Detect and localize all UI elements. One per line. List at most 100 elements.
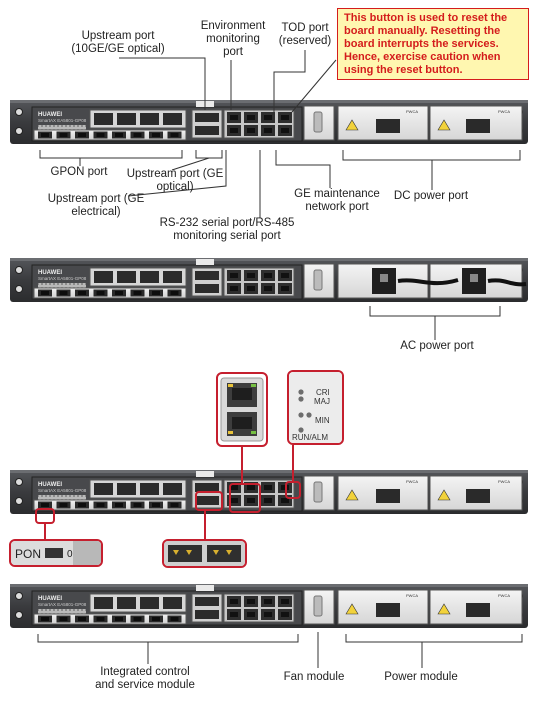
rj45-port-cavity: [264, 115, 272, 120]
gpon-port-cavity: [152, 503, 160, 507]
bracket-power: [345, 634, 523, 643]
label-integrated-control: Integrated control and service module: [82, 666, 208, 692]
label-upstream-ge-electrical: Upstream port (GE electrical): [28, 193, 164, 219]
ac-inlet-pins: [380, 274, 388, 282]
uplink-sfp-port: [195, 126, 219, 135]
rj45-port-cavity: [247, 485, 255, 490]
upstream-sfp-port: [94, 483, 113, 495]
gpon-port-cavity: [41, 133, 49, 137]
leader-ge-electrical: [127, 150, 227, 197]
warning-icon: [437, 603, 451, 615]
gpon-port-cavity: [115, 617, 123, 621]
label-upstream-ge-optical: Upstream port (GE optical): [118, 168, 232, 194]
rj45-port-cavity: [247, 128, 255, 133]
gpon-port-cavity: [115, 503, 123, 507]
upstream-sfp-port: [140, 113, 159, 125]
pon-indicator-icon: [45, 548, 63, 558]
rj45-port-cavity: [230, 273, 238, 278]
zoom-sfp-ports: [162, 539, 247, 568]
chassis-top-edge: [10, 258, 528, 261]
label-ge-maintenance: GE maintenance network port: [282, 188, 392, 214]
rj45-port-cavity: [264, 273, 272, 278]
upstream-sfp-port: [117, 271, 136, 283]
vent-grille: [38, 495, 86, 501]
fan-handle: [313, 481, 323, 503]
rj45-port-cavity: [247, 498, 255, 503]
warning-line-1: This button is used to reset the: [344, 12, 508, 24]
left-ear-screw: [15, 497, 23, 505]
uplink-sfp-port: [195, 610, 219, 619]
gpon-port-cavity: [170, 617, 179, 621]
zoom-ge-electrical-ports: [216, 372, 268, 447]
uplink-sfp-port: [195, 271, 219, 280]
brand-logo-text: HUAWEI: [38, 596, 62, 602]
rj45-port-cavity: [281, 612, 289, 617]
dc-power-connector: [466, 489, 490, 503]
label-tod-l1: TOD port: [281, 22, 329, 34]
vent-grille: [38, 609, 86, 615]
model-text: SmartAX EA5801-GP08: [38, 602, 87, 607]
bracket-ac: [369, 306, 501, 317]
gpon-port-cavity: [133, 291, 142, 295]
vent-grille: [38, 125, 86, 131]
rj45-port-cavity: [264, 612, 272, 617]
left-ear-screw: [15, 478, 23, 486]
pwr-label: PWCA: [498, 593, 510, 598]
model-text: SmartAX EA5801-GP08: [38, 276, 87, 281]
upstream-sfp-port: [140, 597, 159, 609]
upstream-sfp-port: [163, 113, 182, 125]
text-min: MIN: [315, 416, 330, 425]
rj45-port-cavity: [281, 599, 289, 604]
rj45-port-cavity: [230, 485, 238, 490]
gpon-port-cavity: [41, 503, 49, 507]
highlight-sfp: [195, 491, 223, 511]
label-rs232-l2: monitoring serial port: [173, 230, 281, 242]
uplink-sfp-port: [195, 113, 219, 122]
panel-label: [196, 471, 214, 477]
bracket-gpon: [39, 150, 183, 159]
label-rs232-l1: RS-232 serial port/RS-485: [159, 217, 295, 229]
brand-logo-text: HUAWEI: [38, 112, 62, 118]
rj45-port-cavity: [230, 498, 238, 503]
leader-upstream-10ge: [119, 57, 206, 110]
gpon-port-cavity: [78, 291, 86, 295]
gpon-port-cavity: [152, 617, 160, 621]
bracket-dc: [342, 150, 521, 161]
rj45-port-cavity: [247, 115, 255, 120]
model-text: SmartAX EA5801-GP08: [38, 488, 87, 493]
ac-cable: [487, 278, 527, 287]
rj45-port-cavity: [281, 498, 289, 503]
warning-icon: [345, 603, 359, 615]
zoom-sfp-panel: [164, 541, 245, 566]
rj45-port-cavity: [247, 273, 255, 278]
led-cri: [298, 389, 304, 395]
left-ear-screw: [15, 127, 23, 135]
brand-logo-text: HUAWEI: [38, 482, 62, 488]
gpon-port-bay: [33, 129, 187, 141]
upstream-sfp-port: [140, 483, 159, 495]
gpon-port-cavity: [96, 503, 105, 507]
uplink-sfp-port: [195, 496, 219, 505]
label-integrated-l1: Integrated control: [100, 666, 190, 678]
zoom-pon-label: PON 0: [9, 539, 103, 567]
bracket-integrated: [37, 634, 299, 643]
label-env-l2: monitoring: [206, 33, 260, 45]
ac-inlet-pins: [470, 274, 478, 282]
reset-warning-callout: This button is used to reset the board m…: [337, 8, 529, 80]
text-pon-number: 0: [67, 549, 73, 560]
label-gpon-port: GPON port: [50, 166, 108, 178]
fan-handle: [313, 111, 323, 133]
rj45-port-cavity: [281, 273, 289, 278]
chassis-top-edge: [10, 470, 528, 473]
gpon-port-cavity: [170, 503, 179, 507]
label-ac-power: AC power port: [400, 340, 474, 352]
rj45-port-cavity: [281, 286, 289, 291]
dc-power-connector: [376, 119, 400, 133]
uplink-sfp-port: [195, 483, 219, 492]
upstream-sfp-port: [117, 597, 136, 609]
upstream-sfp-port: [94, 113, 113, 125]
upstream-sfp-port: [163, 483, 182, 495]
